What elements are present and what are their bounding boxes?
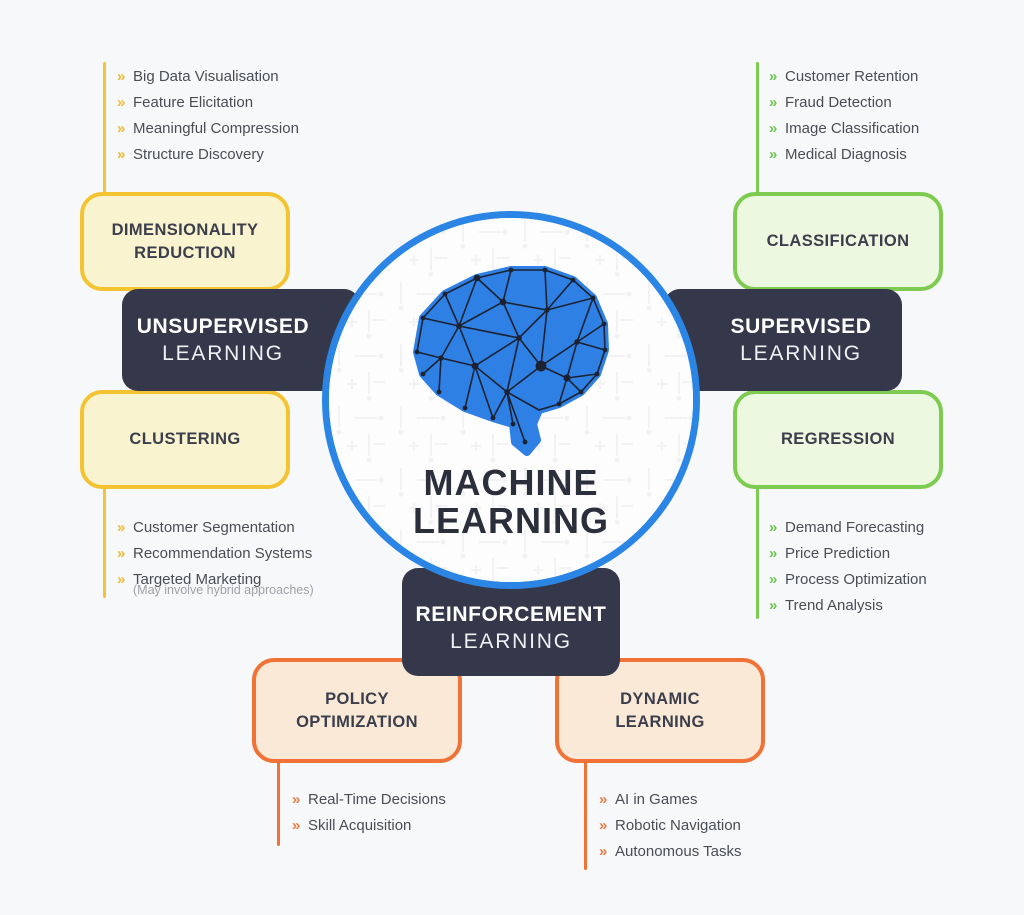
- list-item-label: Trend Analysis: [785, 597, 883, 614]
- list-item: » Customer Segmentation: [117, 519, 314, 536]
- list-item: » Skill Acquisition: [292, 817, 446, 834]
- list-item-label: Process Optimization: [785, 571, 927, 588]
- list-clustering: » Customer Segmentation » Recommendation…: [117, 519, 314, 607]
- list-item-label: Targeted Marketing: [133, 571, 262, 588]
- box-label: REGRESSION: [780, 430, 896, 449]
- list-policy-optimization: » Real-Time Decisions » Skill Acquisitio…: [292, 791, 446, 843]
- connector-supervised-top: [756, 62, 759, 193]
- list-item-label: Recommendation Systems: [133, 545, 313, 562]
- box-label: DYNAMIC LEARNING: [615, 690, 705, 731]
- list-item-label: Meaningful Compression: [133, 120, 299, 137]
- banner-subtitle: LEARNING: [740, 342, 862, 365]
- list-item: » Targeted Marketing: [117, 571, 314, 588]
- chevron-bullet-icon: »: [769, 545, 778, 562]
- box-label: POLICY OPTIMIZATION: [296, 690, 418, 731]
- list-item-label: Structure Discovery: [133, 146, 264, 163]
- list-item: » Big Data Visualisation: [117, 68, 299, 85]
- center-title: MACHINE LEARNING: [329, 464, 693, 540]
- list-classification: » Customer Retention » Fraud Detection »…: [769, 68, 919, 172]
- list-item-label: Image Classification: [785, 120, 920, 137]
- list-item: » Trend Analysis: [769, 597, 927, 614]
- list-item: » Medical Diagnosis: [769, 146, 919, 163]
- list-item-label: Skill Acquisition: [308, 817, 412, 834]
- list-item-label: AI in Games: [615, 791, 698, 808]
- list-item-label: Real-Time Decisions: [308, 791, 446, 808]
- list-item-label: Medical Diagnosis: [785, 146, 907, 163]
- banner-title: REINFORCEMENT: [415, 603, 607, 626]
- center-title-line1: MACHINE: [423, 462, 599, 503]
- list-item-label: Feature Elicitation: [133, 94, 254, 111]
- chevron-bullet-icon: »: [599, 817, 608, 834]
- chevron-bullet-icon: »: [117, 571, 126, 588]
- connector-reinforcement-right: [584, 762, 587, 870]
- list-item: » Fraud Detection: [769, 94, 919, 111]
- list-item-label: Customer Segmentation: [133, 519, 295, 536]
- chevron-bullet-icon: »: [292, 791, 301, 808]
- box-label: CLUSTERING: [129, 430, 241, 449]
- chevron-bullet-icon: »: [769, 146, 778, 163]
- chevron-bullet-icon: »: [769, 519, 778, 536]
- chevron-bullet-icon: »: [117, 68, 126, 85]
- list-item-label: Robotic Navigation: [615, 817, 741, 834]
- box-label: DIMENSIONALITY REDUCTION: [111, 221, 259, 262]
- list-item-label: Customer Retention: [785, 68, 919, 85]
- list-item: » Demand Forecasting: [769, 519, 927, 536]
- list-item: » Autonomous Tasks: [599, 843, 741, 860]
- connector-unsupervised-bottom: [103, 488, 106, 598]
- connector-supervised-bottom: [756, 488, 759, 619]
- list-item-label: Price Prediction: [785, 545, 891, 562]
- brain-network-illustration: [413, 266, 609, 456]
- list-item: » Meaningful Compression: [117, 120, 299, 137]
- list-dimensionality-reduction: » Big Data Visualisation » Feature Elici…: [117, 68, 299, 172]
- box-label: CLASSIFICATION: [766, 232, 910, 251]
- box-regression: REGRESSION: [733, 390, 943, 489]
- chevron-bullet-icon: »: [117, 120, 126, 137]
- list-item: » AI in Games: [599, 791, 741, 808]
- chevron-bullet-icon: »: [117, 94, 126, 111]
- list-item-label: Big Data Visualisation: [133, 68, 279, 85]
- banner-subtitle: LEARNING: [162, 342, 284, 365]
- connector-reinforcement-left: [277, 762, 280, 846]
- banner-title: UNSUPERVISED: [136, 315, 310, 338]
- chevron-bullet-icon: »: [769, 120, 778, 137]
- chevron-bullet-icon: »: [599, 791, 608, 808]
- list-item: » Recommendation Systems: [117, 545, 314, 562]
- list-item: » Price Prediction: [769, 545, 927, 562]
- chevron-bullet-icon: »: [599, 843, 608, 860]
- center-title-line2: LEARNING: [413, 500, 609, 541]
- connector-unsupervised-top: [103, 62, 106, 193]
- banner-subtitle: LEARNING: [450, 630, 572, 653]
- list-item-label: Demand Forecasting: [785, 519, 925, 536]
- banner-title: SUPERVISED: [730, 315, 872, 338]
- list-item: » Process Optimization: [769, 571, 927, 588]
- banner-unsupervised-learning: UNSUPERVISED LEARNING: [122, 289, 360, 391]
- chevron-bullet-icon: »: [117, 545, 126, 562]
- list-item-label: Autonomous Tasks: [615, 843, 742, 860]
- list-item-note: (May involve hybrid approaches): [133, 583, 314, 597]
- list-item: » Customer Retention: [769, 68, 919, 85]
- box-classification: CLASSIFICATION: [733, 192, 943, 291]
- box-clustering: CLUSTERING: [80, 390, 290, 489]
- list-regression: » Demand Forecasting » Price Prediction …: [769, 519, 927, 623]
- banner-supervised-learning: SUPERVISED LEARNING: [664, 289, 902, 391]
- chevron-bullet-icon: »: [769, 68, 778, 85]
- chevron-bullet-icon: »: [769, 571, 778, 588]
- box-dimensionality-reduction: DIMENSIONALITY REDUCTION: [80, 192, 290, 291]
- list-item: » Real-Time Decisions: [292, 791, 446, 808]
- list-item: » Feature Elicitation: [117, 94, 299, 111]
- chevron-bullet-icon: »: [117, 519, 126, 536]
- chevron-bullet-icon: »: [769, 597, 778, 614]
- list-dynamic-learning: » AI in Games » Robotic Navigation » Aut…: [599, 791, 741, 869]
- chevron-bullet-icon: »: [117, 146, 126, 163]
- chevron-bullet-icon: »: [292, 817, 301, 834]
- list-item: » Structure Discovery: [117, 146, 299, 163]
- circuit-pattern: [329, 218, 693, 582]
- list-item: » Image Classification: [769, 120, 919, 137]
- machine-learning-circle: MACHINE LEARNING: [322, 211, 700, 589]
- list-item: » Robotic Navigation: [599, 817, 741, 834]
- list-item-label: Fraud Detection: [785, 94, 892, 111]
- chevron-bullet-icon: »: [769, 94, 778, 111]
